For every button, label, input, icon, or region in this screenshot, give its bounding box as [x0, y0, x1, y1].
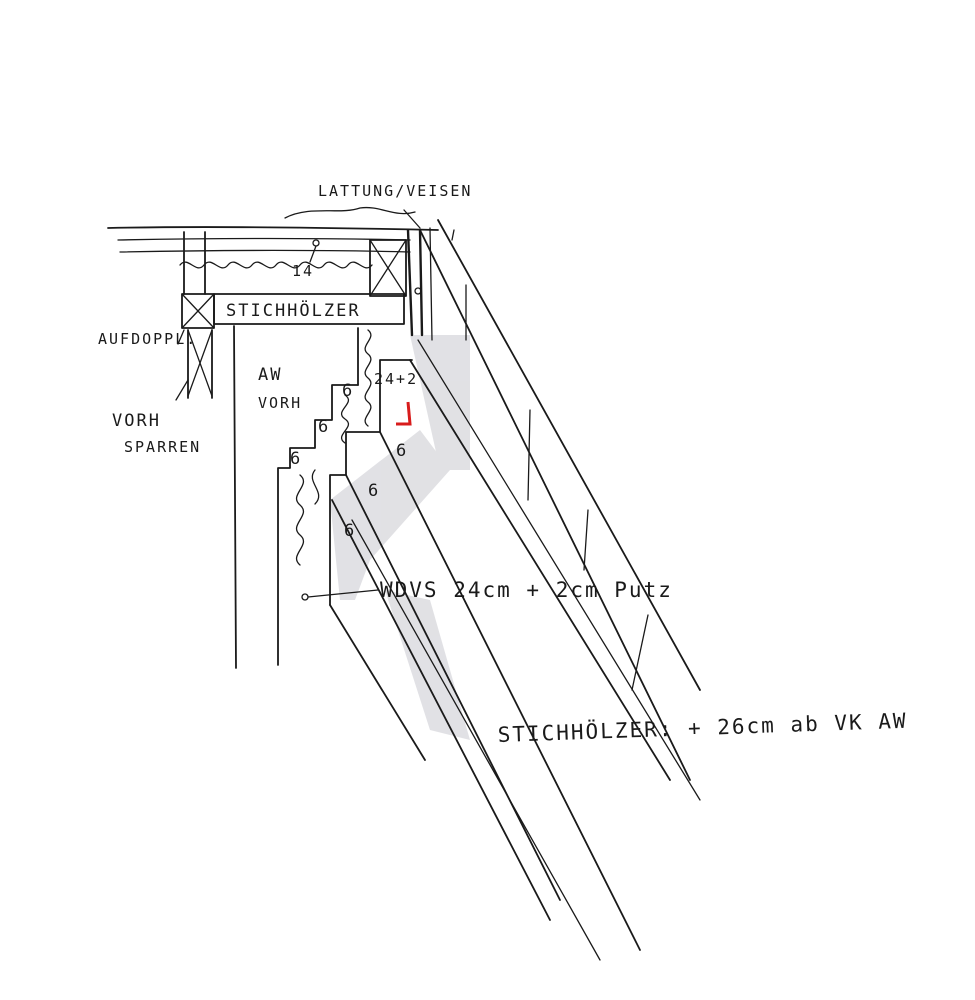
- label-dim-14: 14: [292, 262, 314, 280]
- label-vorh-sparren-1: VORH: [112, 411, 161, 431]
- roof-battens: [107, 206, 439, 253]
- insulation-top: [179, 261, 373, 269]
- label-step-6-d: 6: [396, 441, 408, 461]
- label-vorh-sparren-2: SPARREN: [124, 438, 201, 456]
- label-step-6-e: 6: [368, 481, 380, 501]
- wdvs-steps: [277, 329, 413, 666]
- label-dim-24-2: 24+2: [374, 370, 418, 388]
- existing-wall: [233, 325, 359, 669]
- label-step-6-b: 6: [318, 417, 330, 437]
- label-aw-2: VORH: [258, 394, 302, 412]
- label-aufdoppl: AUFDOPPL.: [98, 330, 197, 348]
- label-stichhoelzer-note: STICHHÖLZER: + 26cm ab VK AW: [497, 708, 908, 747]
- eave-perspective-lines: [329, 219, 701, 961]
- pencil-shading: [330, 335, 470, 740]
- existing-rafter: [181, 231, 215, 399]
- red-corner-mark: [396, 401, 412, 426]
- label-step-6-a: 6: [342, 381, 354, 401]
- label-lattung: LATTUNG/VEISEN: [318, 182, 472, 200]
- label-stichhoelzer-beam: STICHHÖLZER: [226, 299, 361, 321]
- label-wdvs-note: WDVS 24cm + 2cm Putz: [380, 578, 673, 602]
- stichhoelzer-beam: [213, 293, 405, 325]
- leader-lines: [175, 209, 422, 601]
- label-aw-1: AW: [258, 365, 282, 385]
- eave-post: [369, 227, 433, 341]
- label-step-6-c: 6: [290, 449, 302, 469]
- label-step-6-f: 6: [344, 521, 356, 541]
